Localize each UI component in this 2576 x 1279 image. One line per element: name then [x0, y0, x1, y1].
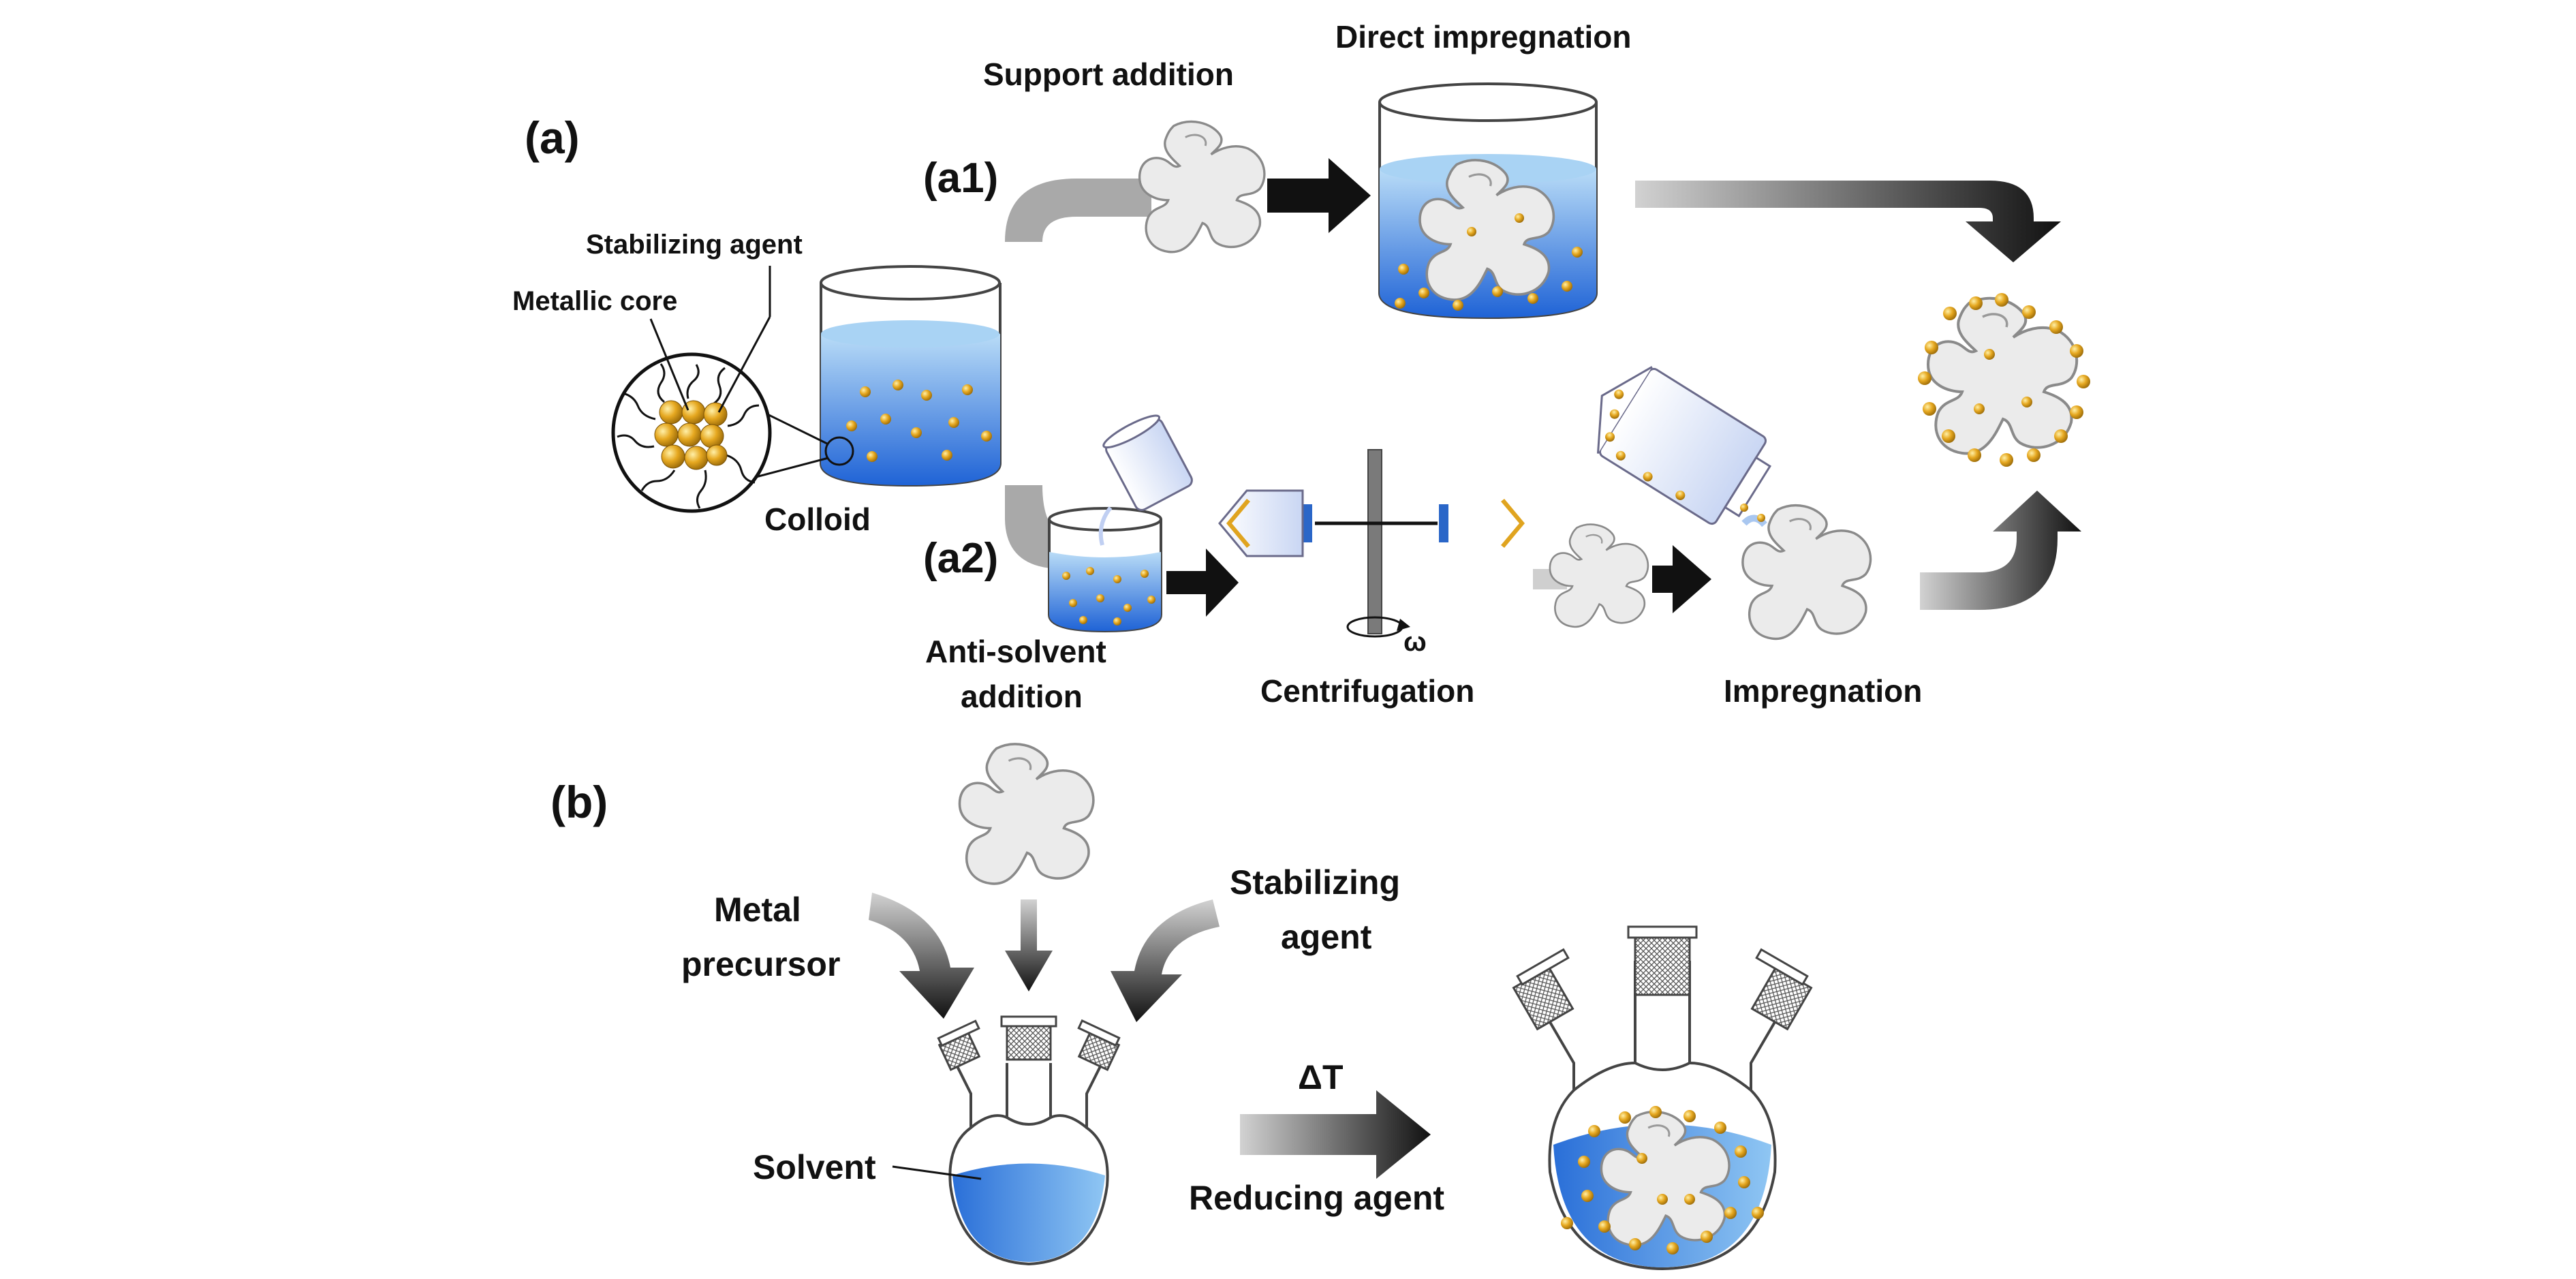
three-neck-flask-product-icon — [1512, 925, 1813, 1271]
reducing-agent-label: Reducing agent — [1189, 1179, 1444, 1217]
stabilizing-agent-arrow — [1111, 899, 1220, 1022]
anti-solvent-label: Anti-solvent — [925, 634, 1106, 669]
support-particle-icon — [1549, 523, 1649, 628]
panel-b-label: (b) — [550, 777, 608, 827]
anti-solvent-tube-icon — [1102, 414, 1193, 512]
anti-solvent-addition-label: addition — [961, 679, 1083, 714]
metallic-core-label: Metallic core — [512, 286, 677, 316]
panel-a2-label: (a2) — [923, 535, 998, 582]
metal-label: Metal — [714, 891, 801, 929]
support-down-arrow — [1005, 899, 1053, 991]
pouring-tube-icon — [1596, 366, 1772, 525]
impregnation-support-icon — [1741, 504, 1872, 641]
anti-solvent-beaker-icon — [1048, 507, 1162, 633]
solvent-label: Solvent — [753, 1148, 876, 1186]
delta-t-label: ΔT — [1298, 1058, 1343, 1096]
agent-label: agent — [1281, 918, 1372, 956]
panel-a-label: (a) — [525, 112, 580, 163]
precursor-label: precursor — [681, 945, 840, 983]
nanoparticle-zoom-icon — [611, 352, 772, 513]
support-addition-label: Support addition — [983, 57, 1234, 92]
supported-catalyst-icon — [1918, 293, 2090, 467]
direct-impregnation-label: Direct impregnation — [1335, 19, 1632, 55]
stabilizing-agent-label: Stabilizing agent — [586, 230, 803, 260]
colloid-beaker-icon — [820, 265, 1002, 487]
centrifugation-label: Centrifugation — [1260, 673, 1474, 709]
impregnation-beaker-icon — [1378, 82, 1598, 320]
arrow-to-product — [1635, 181, 2061, 262]
colloid-label: Colloid — [764, 502, 871, 537]
arrow-icon — [1652, 545, 1711, 613]
arrow-icon — [1267, 158, 1371, 233]
arrow-to-product — [1920, 491, 2081, 610]
support-particle-icon — [958, 743, 1095, 885]
panel-a1-label: (a1) — [923, 155, 998, 202]
impregnation-label: Impregnation — [1724, 673, 1922, 709]
stabilizing-label: Stabilizing — [1230, 863, 1400, 902]
a1-branch-arrow — [1005, 179, 1151, 242]
support-particle-icon — [1138, 120, 1266, 253]
solvent-leader — [892, 1165, 982, 1180]
arrow-icon — [1166, 549, 1239, 617]
centrifuge-icon — [1218, 449, 1525, 638]
omega-label: ω — [1403, 627, 1427, 657]
metal-precursor-arrow — [869, 893, 974, 1019]
reaction-arrow — [1240, 1090, 1431, 1179]
three-neck-flask-icon — [937, 1015, 1121, 1266]
